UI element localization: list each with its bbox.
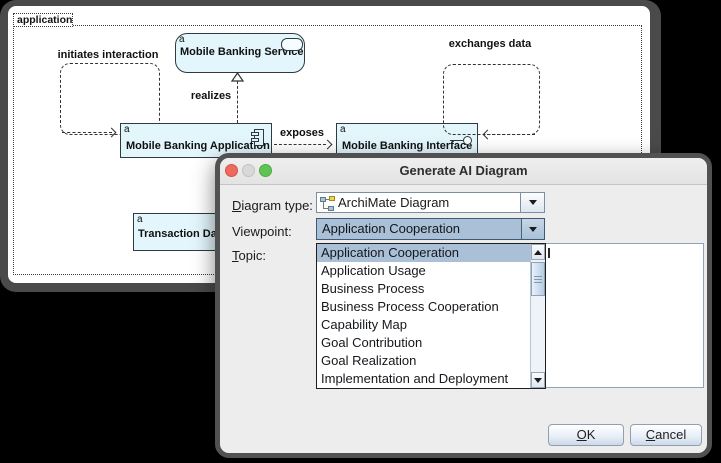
component-icon	[251, 129, 264, 146]
topic-text-caret	[548, 248, 550, 258]
viewpoint-option[interactable]: Application Usage	[321, 263, 426, 278]
diagram-type-combobox[interactable]: ArchiMate Diagram	[316, 192, 545, 213]
node-label: Transaction Data	[138, 228, 227, 240]
diagram-type-label: Diagram type:	[232, 198, 313, 213]
relation-label-exchanges: exchanges data	[448, 38, 532, 50]
initiates-interaction-box[interactable]	[60, 63, 160, 135]
topic-label: Topic:	[232, 248, 266, 263]
viewpoint-label: Viewpoint:	[232, 224, 292, 239]
service-oval-icon	[281, 38, 303, 51]
viewpoint-option[interactable]: Business Process Cooperation	[321, 299, 499, 314]
relation-label-exposes: exposes	[279, 127, 325, 139]
triangle-down-icon	[534, 377, 542, 383]
chevron-down-icon	[529, 226, 537, 232]
exchanges-arrow-line	[487, 134, 535, 135]
interface-icon	[450, 140, 463, 141]
viewpoint-dropdown-button[interactable]	[521, 219, 544, 239]
realization-line	[237, 81, 238, 123]
viewpoint-option[interactable]: Goal Realization	[321, 353, 417, 368]
diagram-type-value: ArchiMate Diagram	[338, 195, 450, 210]
scroll-up-button[interactable]	[531, 244, 545, 260]
thumb-grip-icon	[534, 276, 542, 284]
initiates-arrow-line	[62, 132, 112, 133]
scrollbar-thumb[interactable]	[531, 262, 545, 296]
editor-window: application initiates interaction a Mobi…	[0, 0, 661, 292]
node-tag: a	[137, 214, 143, 225]
interface-circle-icon	[463, 136, 472, 145]
minimize-button[interactable]	[242, 164, 255, 177]
relation-label-initiates: initiates interaction	[57, 49, 159, 61]
application-grouping-label[interactable]: application	[13, 13, 73, 27]
viewpoint-option[interactable]: Application Cooperation	[317, 244, 530, 262]
listbox-scrollbar[interactable]	[530, 244, 545, 388]
scroll-down-button[interactable]	[531, 372, 545, 388]
realization-triangle-icon	[231, 72, 244, 82]
dialog-title: Generate AI Diagram	[399, 163, 528, 178]
viewpoint-combobox[interactable]: Application Cooperation	[316, 218, 545, 240]
viewpoint-option[interactable]: Capability Map	[321, 317, 407, 332]
dialog-titlebar[interactable]: Generate AI Diagram	[220, 158, 707, 185]
exchanges-data-box[interactable]	[443, 64, 540, 135]
close-button[interactable]	[225, 164, 238, 177]
archimate-diagram-icon	[320, 196, 335, 211]
viewpoint-option[interactable]: Implementation and Deployment	[321, 371, 509, 386]
zoom-button[interactable]	[259, 164, 272, 177]
exposes-arrow-line	[274, 144, 326, 145]
node-mobile-banking-service[interactable]: a Mobile Banking Service	[175, 33, 305, 73]
node-tag: a	[124, 124, 130, 135]
relation-label-realizes: realizes	[190, 90, 232, 102]
node-label: Mobile Banking Service	[180, 46, 304, 58]
node-tag: a	[179, 34, 185, 45]
node-transaction-data[interactable]: a Transaction Data	[133, 213, 228, 251]
node-label: Mobile Banking Application	[126, 140, 270, 152]
viewpoint-option[interactable]: Goal Contribution	[321, 335, 423, 350]
node-mobile-banking-interface[interactable]: a Mobile Banking Interface	[336, 123, 478, 158]
generate-ai-diagram-dialog: Generate AI Diagram Diagram type: Viewpo…	[215, 153, 712, 458]
chevron-down-icon	[528, 200, 537, 205]
ok-button[interactable]: OK	[548, 424, 624, 446]
node-mobile-banking-application[interactable]: a Mobile Banking Application	[120, 123, 272, 158]
node-label: Mobile Banking Interface	[342, 140, 473, 152]
diagram-type-dropdown-button[interactable]	[520, 193, 544, 212]
viewpoint-option[interactable]: Business Process	[321, 281, 425, 296]
triangle-up-icon	[534, 249, 542, 255]
cancel-button[interactable]: Cancel	[630, 424, 702, 446]
node-tag: a	[340, 124, 346, 135]
viewpoint-value: Application Cooperation	[322, 221, 461, 236]
